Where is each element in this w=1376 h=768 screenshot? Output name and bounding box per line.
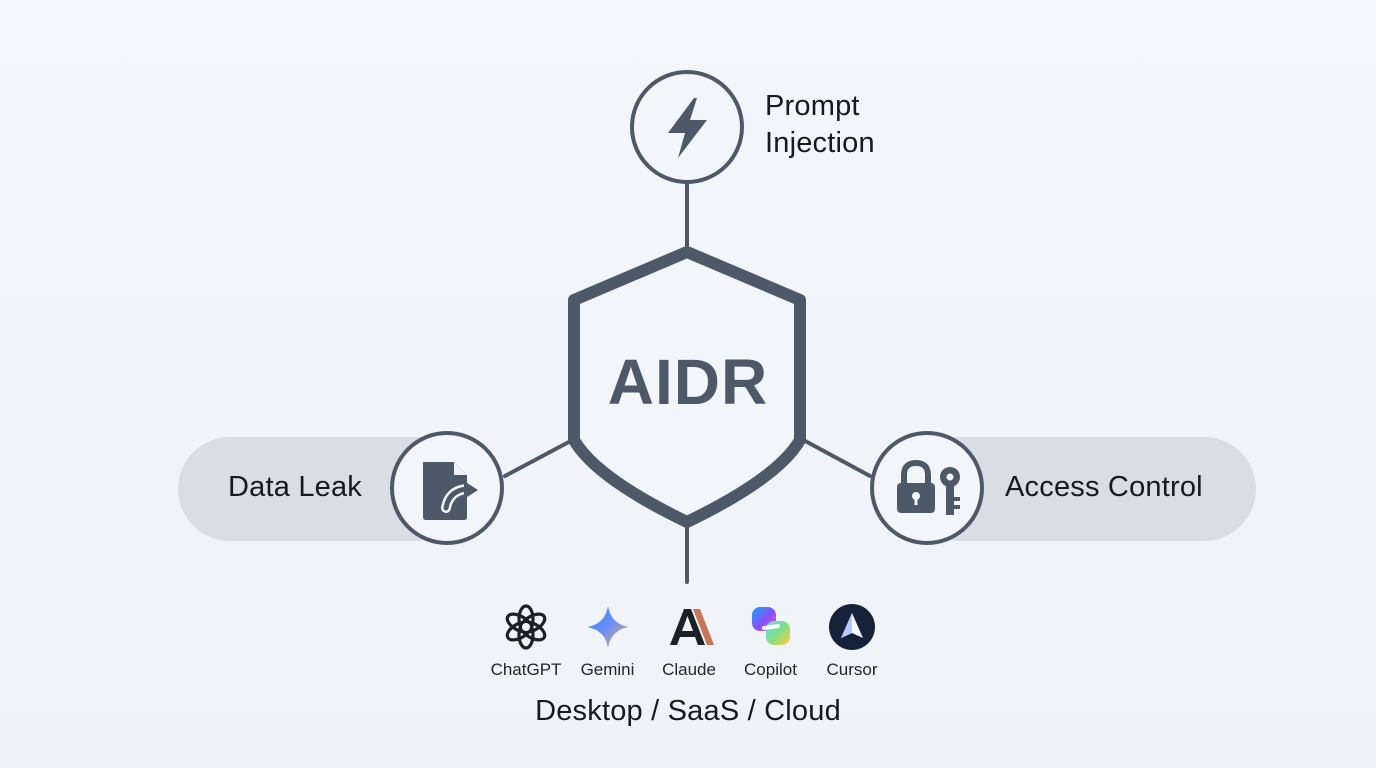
app-label-cursor: Cursor [826, 660, 878, 679]
gemini-icon [586, 606, 629, 648]
app-item-claude: Claude [649, 602, 729, 686]
app-item-chatgpt: ChatGPT [486, 602, 566, 686]
cursor-icon [829, 604, 875, 650]
prompt-injection-line-1: Prompt [765, 90, 860, 122]
lock-key-icon [897, 459, 960, 515]
deployment-label: Desktop / SaaS / Cloud [535, 695, 841, 727]
data-leak-node [390, 431, 504, 545]
app-label-chatgpt: ChatGPT [490, 660, 562, 679]
shield-icon [568, 246, 806, 528]
lightning-bolt-icon [668, 98, 707, 158]
aidr-label: AIDR [607, 346, 769, 418]
claude-icon [670, 609, 714, 645]
app-item-copilot: Copilot [731, 602, 811, 686]
connector-left [503, 434, 582, 478]
app-label-copilot: Copilot [744, 660, 797, 679]
access-control-node [870, 431, 984, 545]
app-label-gemini: Gemini [580, 660, 635, 679]
document-export-icon [423, 462, 478, 520]
app-label-claude: Claude [662, 660, 716, 679]
app-item-gemini: Gemini [568, 602, 648, 686]
app-item-cursor: Cursor [812, 602, 892, 686]
access-control-label: Access Control [1005, 471, 1203, 503]
prompt-injection-node [630, 70, 744, 184]
prompt-injection-label: Prompt Injection [765, 88, 925, 162]
app-list: ChatGPT Gemini [486, 602, 892, 686]
data-leak-label: Data Leak [228, 471, 362, 503]
chatgpt-icon [505, 604, 547, 650]
prompt-injection-line-2: Injection [765, 127, 875, 159]
connector-right [794, 434, 872, 478]
copilot-icon [751, 607, 790, 645]
